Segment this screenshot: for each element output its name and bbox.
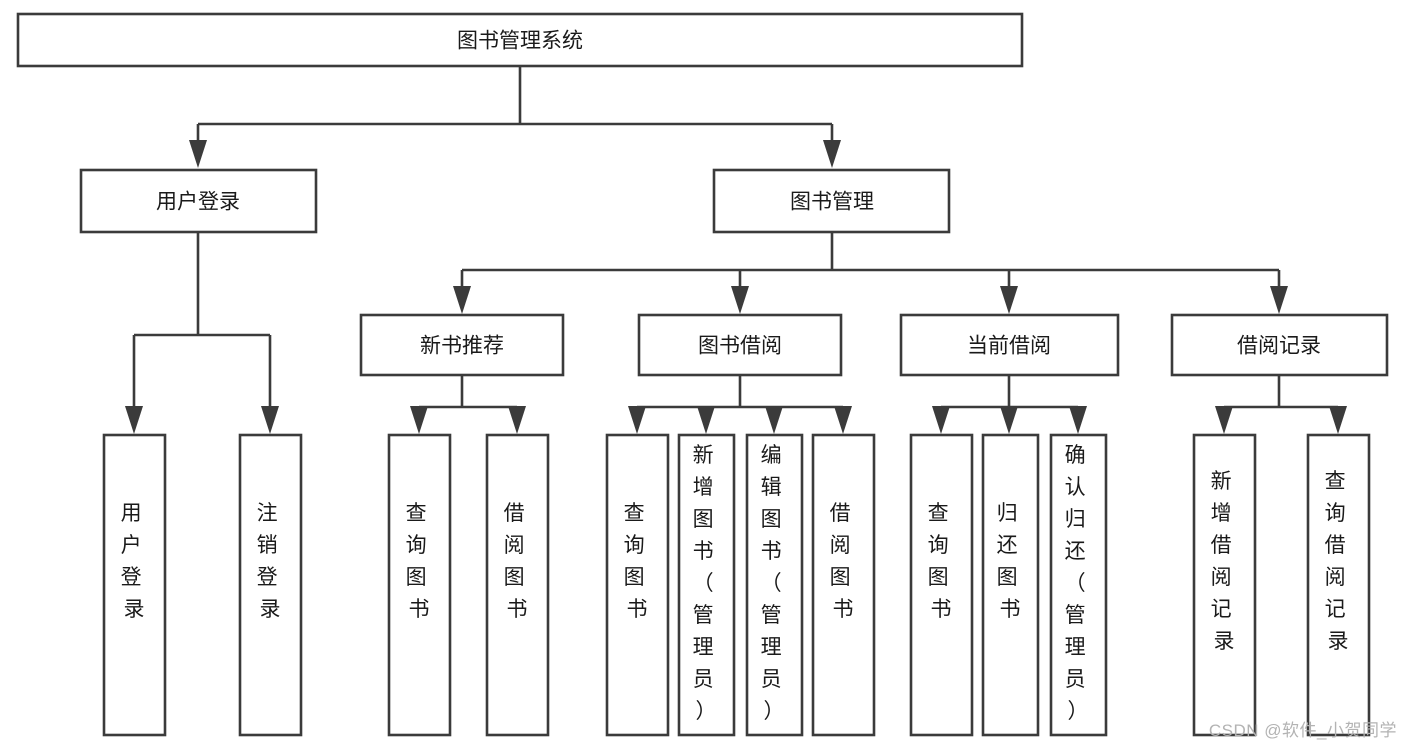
node-leaf-edit-book-admin-label: 编 辑 图 书 （ 管 理 员 ）: [761, 444, 788, 723]
arrow-bm-to-book-borrow: [731, 286, 749, 314]
node-leaf-query-borrow-record-box[interactable]: [1306, 433, 1371, 737]
node-leaf-recommend-query-book[interactable]: 查 询 图 书: [387, 433, 452, 737]
node-leaf-edit-book-admin[interactable]: 编 辑 图 书 （ 管 理 员 ）: [745, 433, 804, 737]
node-book-borrow-label: 图书借阅: [698, 335, 782, 358]
node-leaf-return-book[interactable]: 归 还 图 书: [981, 433, 1040, 737]
connector-layer: [125, 66, 1347, 434]
node-new-book-recommend-box[interactable]: [359, 313, 565, 377]
node-leaf-borrow-book[interactable]: 借 阅 图 书: [811, 433, 876, 737]
node-borrow-record-label: 借阅记录: [1237, 335, 1321, 358]
node-leaf-recommend-borrow-book[interactable]: 借 阅 图 书: [485, 433, 550, 737]
node-leaf-current-query-book-box[interactable]: [909, 433, 974, 737]
node-current-borrow-label: 当前借阅: [967, 335, 1051, 358]
node-leaf-borrow-book-box[interactable]: [811, 433, 876, 737]
arrow-current-borrow-leaf-2: [1000, 406, 1018, 434]
node-leaf-add-book-admin-box[interactable]: [677, 433, 736, 737]
arrow-book-borrow-leaf-2: [697, 406, 715, 434]
node-leaf-user-logout-box[interactable]: [238, 433, 303, 737]
node-root-box[interactable]: [16, 12, 1024, 68]
arrow-user-login-leaf-2: [261, 406, 279, 434]
node-book-management-box[interactable]: [712, 168, 951, 234]
node-leaf-confirm-return-admin-label: 确 认 归 还 （ 管 理 员 ）: [1065, 444, 1092, 723]
node-user-login-box[interactable]: [79, 168, 318, 234]
arrow-current-borrow-leaf-3: [1069, 406, 1087, 434]
arrow-book-borrow-leaf-4: [834, 406, 852, 434]
node-leaf-edit-book-admin-box[interactable]: [745, 433, 804, 737]
node-leaf-recommend-borrow-book-box[interactable]: [485, 433, 550, 737]
arrow-bm-to-borrow-record: [1270, 286, 1288, 314]
arrow-borrow-record-leaf-2: [1329, 406, 1347, 434]
arrow-new-book-leaf-1: [410, 406, 428, 434]
arrow-bm-to-new-book-recommend: [453, 286, 471, 314]
node-leaf-borrow-query-book-label: 查 询 图 书: [624, 502, 651, 621]
node-leaf-recommend-query-book-box[interactable]: [387, 433, 452, 737]
arrow-root-to-book-management: [823, 140, 841, 168]
node-current-borrow-box[interactable]: [899, 313, 1120, 377]
node-leaf-borrow-query-book-box[interactable]: [605, 433, 670, 737]
node-leaf-add-borrow-record-box[interactable]: [1192, 433, 1257, 737]
node-borrow-record[interactable]: 借阅记录: [1170, 313, 1389, 377]
node-leaf-add-book-admin-label: 新 增 图 书 （ 管 理 员 ）: [693, 444, 720, 723]
node-leaf-user-login-box[interactable]: [102, 433, 167, 737]
arrow-book-borrow-leaf-3: [765, 406, 783, 434]
node-leaf-recommend-borrow-book-label: 借 阅 图 书: [504, 502, 531, 621]
node-leaf-user-logout[interactable]: 注 销 登 录: [238, 433, 303, 737]
node-book-borrow[interactable]: 图书借阅: [637, 313, 843, 377]
node-leaf-current-query-book[interactable]: 查 询 图 书: [909, 433, 974, 737]
node-leaf-user-logout-label: 注 销 登 录: [257, 502, 284, 621]
arrow-book-borrow-leaf-1: [628, 406, 646, 434]
node-book-borrow-box[interactable]: [637, 313, 843, 377]
node-leaf-user-login[interactable]: 用 户 登 录: [102, 433, 167, 737]
node-leaf-recommend-query-book-label: 查 询 图 书: [406, 502, 433, 621]
node-leaf-add-borrow-record-label: 新 增 借 阅 记 录: [1211, 470, 1238, 653]
node-current-borrow[interactable]: 当前借阅: [899, 313, 1120, 377]
node-leaf-current-query-book-label: 查 询 图 书: [928, 502, 955, 621]
node-leaf-user-login-label: 用 户 登 录: [121, 502, 148, 621]
node-leaf-borrow-book-label: 借 阅 图 书: [830, 502, 857, 621]
arrow-bm-to-current-borrow: [1000, 286, 1018, 314]
node-leaf-query-borrow-record[interactable]: 查 询 借 阅 记 录: [1306, 433, 1371, 737]
node-user-login[interactable]: 用户登录: [79, 168, 318, 234]
node-borrow-record-box[interactable]: [1170, 313, 1389, 377]
node-new-book-recommend[interactable]: 新书推荐: [359, 313, 565, 377]
node-leaf-add-book-admin[interactable]: 新 增 图 书 （ 管 理 员 ）: [677, 433, 736, 737]
node-new-book-recommend-label: 新书推荐: [420, 335, 504, 358]
node-leaf-confirm-return-admin[interactable]: 确 认 归 还 （ 管 理 员 ）: [1049, 433, 1108, 737]
node-leaf-return-book-label: 归 还 图 书: [997, 502, 1024, 621]
node-user-login-label: 用户登录: [156, 191, 240, 214]
node-leaf-add-borrow-record[interactable]: 新 增 借 阅 记 录: [1192, 433, 1257, 737]
node-leaf-borrow-query-book[interactable]: 查 询 图 书: [605, 433, 670, 737]
node-root[interactable]: 图书管理系统: [16, 12, 1024, 68]
node-root-label: 图书管理系统: [457, 30, 583, 53]
node-book-management-label: 图书管理: [790, 191, 874, 214]
node-leaf-confirm-return-admin-box[interactable]: [1049, 433, 1108, 737]
arrow-user-login-leaf-1: [125, 406, 143, 434]
arrow-new-book-leaf-2: [508, 406, 526, 434]
node-book-management[interactable]: 图书管理: [712, 168, 951, 234]
arrow-borrow-record-leaf-1: [1215, 406, 1233, 434]
arrow-current-borrow-leaf-1: [932, 406, 950, 434]
node-leaf-query-borrow-record-label: 查 询 借 阅 记 录: [1325, 470, 1352, 653]
arrow-root-to-user-login: [189, 140, 207, 168]
node-leaf-return-book-box[interactable]: [981, 433, 1040, 737]
